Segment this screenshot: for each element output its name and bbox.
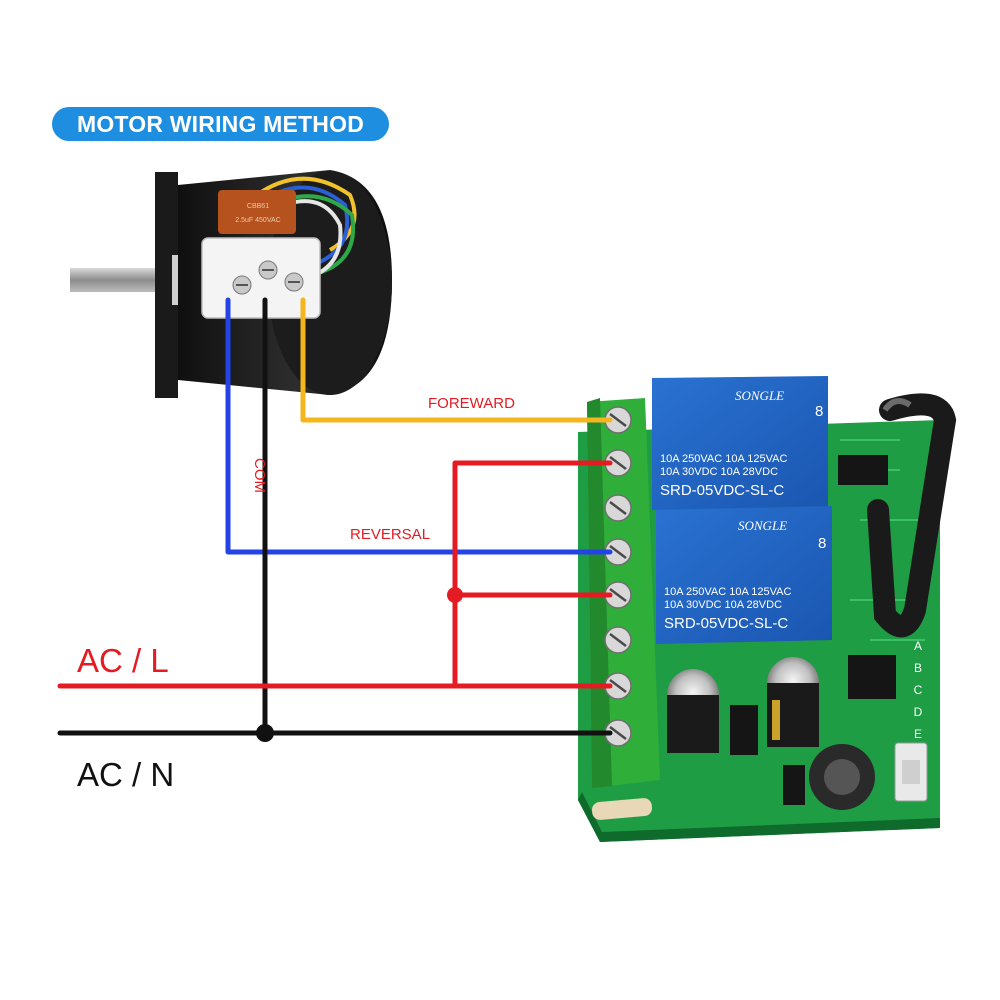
- relay-2-number: 8: [818, 535, 826, 552]
- relay-2-rating-2: 10A 30VDC 10A 28VDC: [664, 599, 782, 611]
- relay-2-model: SRD-05VDC-SL-C: [664, 615, 788, 632]
- relay-1-model: SRD-05VDC-SL-C: [660, 482, 784, 499]
- relay-2-rating-1: 10A 250VAC 10A 125VAC: [664, 586, 791, 598]
- motor-terminal-block: [201, 237, 321, 319]
- terminal-strip: [587, 398, 660, 788]
- motor-endcap: [268, 171, 392, 395]
- pin-label-a: A: [914, 639, 922, 653]
- antenna-coil: [867, 393, 957, 638]
- relay-2: SONGLE 8 10A 250VAC 10A 125VAC 10A 30VDC…: [656, 506, 832, 644]
- lead-wire-white: [267, 199, 343, 282]
- label-com: COM: [251, 458, 268, 493]
- relay-board: A B C D E SONGLE 8 10A 250VAC 10A 125VAC…: [578, 376, 957, 842]
- motor-flange: [155, 172, 178, 398]
- motor: CBB61 2.5uF 450VAC: [70, 170, 392, 398]
- relay-1: SONGLE 8 10A 250VAC 10A 125VAC 10A 30VDC…: [652, 376, 828, 510]
- pin-label-b: B: [914, 661, 922, 675]
- wire-red-bus-top: [452, 460, 613, 689]
- ic-chip-1: [838, 455, 888, 485]
- svg-text:CBB61: CBB61: [247, 203, 269, 210]
- motor-capacitor: [218, 190, 296, 234]
- wires: [57, 297, 613, 736]
- pin-label-d: D: [914, 705, 923, 719]
- relay-1-rating-1: 10A 250VAC 10A 125VAC: [660, 453, 787, 465]
- pin-label-e: E: [914, 727, 922, 741]
- wire-forward-yellow: [300, 297, 613, 423]
- ic-chip-4: [783, 765, 805, 805]
- lead-wire-yellow: [248, 176, 357, 252]
- relay-1-brand: SONGLE: [735, 388, 784, 403]
- title-banner: MOTOR WIRING METHOD: [52, 107, 389, 141]
- relay-1-rating-2: 10A 30VDC 10A 28VDC: [660, 466, 778, 478]
- label-reversal: REVERSAL: [350, 526, 431, 543]
- junction-black: [256, 724, 274, 742]
- resistor: [591, 798, 653, 820]
- label-foreward: FOREWARD: [428, 395, 515, 412]
- label-ac-l: AC / L: [77, 642, 169, 679]
- junction-red: [447, 587, 463, 603]
- relay-2-brand: SONGLE: [738, 518, 787, 533]
- svg-text:2.5uF 450VAC: 2.5uF 450VAC: [235, 217, 280, 224]
- pin-label-c: C: [914, 683, 923, 697]
- label-ac-n: AC / N: [77, 756, 175, 793]
- motor-shaft: [70, 268, 162, 292]
- ic-chip-3: [730, 705, 758, 755]
- wire-reversal-blue: [225, 297, 613, 555]
- relay-1-number: 8: [815, 403, 823, 420]
- ic-chip-2: [848, 655, 896, 699]
